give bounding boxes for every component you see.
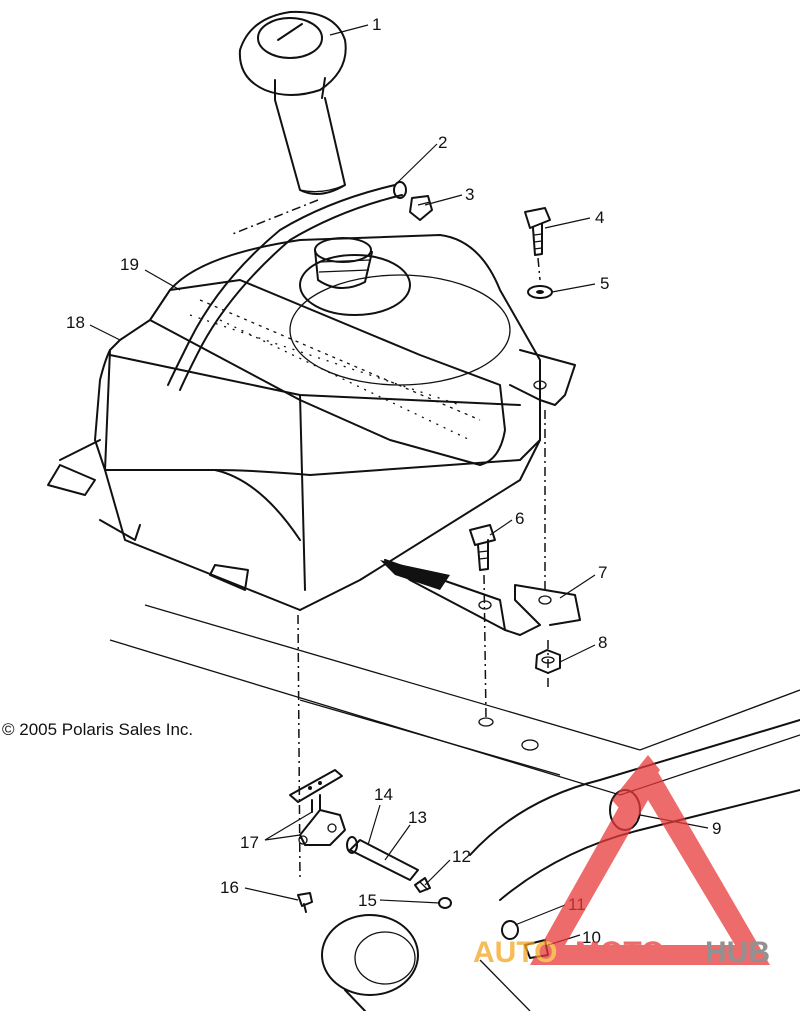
- frame: [109, 604, 800, 1011]
- callout-8: 8: [598, 633, 607, 652]
- o-ring-icon: [438, 897, 452, 909]
- fuel-valve-icon: [289, 769, 346, 846]
- spring-icon: [414, 877, 431, 893]
- fuel-tank-icon: [47, 234, 541, 611]
- callout-14: 14: [374, 785, 393, 804]
- callout-5: 5: [600, 274, 609, 293]
- washer-icon: [527, 285, 553, 299]
- callout-18: 18: [66, 313, 85, 332]
- crossmember-icon: [321, 914, 419, 1011]
- foam-pad-icon: [149, 279, 506, 466]
- mounting-bracket-icon: [380, 349, 581, 636]
- centerlines: [229, 199, 549, 881]
- watermark-triangle-icon: [530, 755, 770, 965]
- callout-17: 17: [240, 833, 259, 852]
- bolt-icon: [524, 207, 551, 256]
- callout-12: 12: [452, 847, 471, 866]
- watermark-text-moto: MOTO: [575, 936, 664, 969]
- bolt-icon: [469, 524, 496, 571]
- callout-10: 10: [582, 928, 601, 947]
- screw-icon: [297, 892, 313, 913]
- callout-1: 1: [372, 15, 381, 34]
- fuel-cap-icon: [238, 10, 347, 195]
- callout-16: 16: [220, 878, 239, 897]
- callout-4: 4: [595, 208, 604, 227]
- vent-hose-icon: [167, 181, 407, 391]
- callout-7: 7: [598, 563, 607, 582]
- watermark-text-auto: AUTO: [473, 936, 557, 969]
- callout-2: 2: [438, 133, 447, 152]
- callout-13: 13: [408, 808, 427, 827]
- callout-19: 19: [120, 255, 139, 274]
- callout-3: 3: [465, 185, 474, 204]
- leader-lines: [89, 24, 709, 946]
- callout-15: 15: [358, 891, 377, 910]
- watermark-logo: AUTO MOTO HUB: [473, 755, 770, 969]
- watermark-text-hub: HUB: [705, 936, 770, 969]
- fuel-line-icon: [346, 836, 419, 881]
- callout-9: 9: [712, 819, 721, 838]
- copyright-text: © 2005 Polaris Sales Inc.: [2, 720, 193, 739]
- callout-6: 6: [515, 509, 524, 528]
- vent-fitting-icon: [409, 195, 433, 221]
